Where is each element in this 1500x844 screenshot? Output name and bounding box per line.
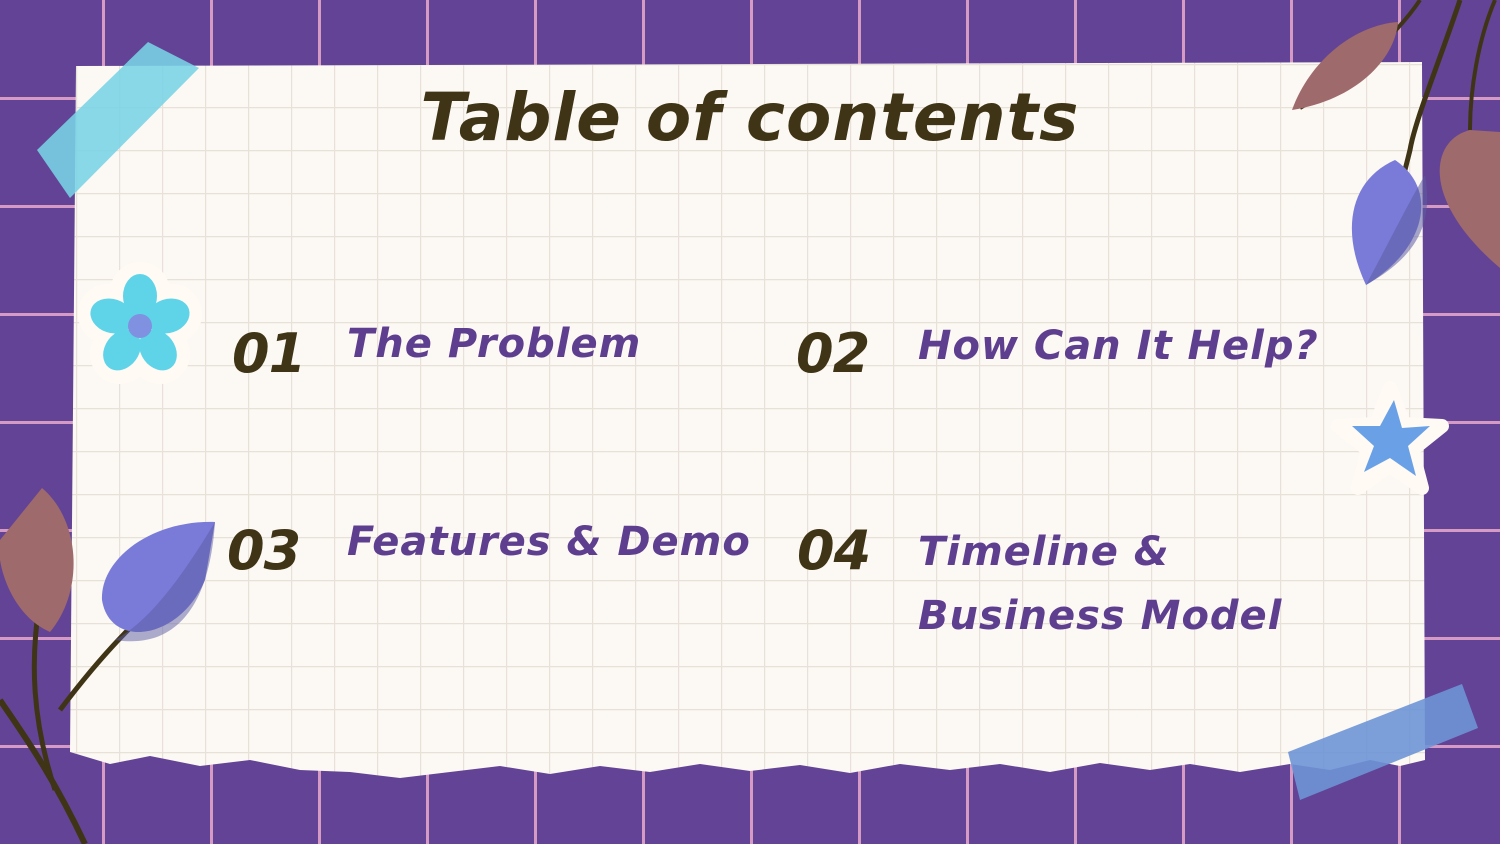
- toc-item-how-can-it-help[interactable]: How Can It Help?: [918, 323, 1319, 369]
- section-number-03: 03: [227, 519, 301, 582]
- toc-item-the-problem[interactable]: The Problem: [347, 321, 642, 367]
- section-number-02: 02: [796, 322, 870, 385]
- section-number-01: 01: [232, 322, 306, 385]
- toc-item-features-demo[interactable]: Features & Demo: [347, 519, 751, 565]
- toc-item-timeline-business-model[interactable]: Timeline & Business Model: [918, 529, 1283, 639]
- section-number-04: 04: [797, 519, 871, 582]
- page-title: Table of contents: [420, 79, 1080, 156]
